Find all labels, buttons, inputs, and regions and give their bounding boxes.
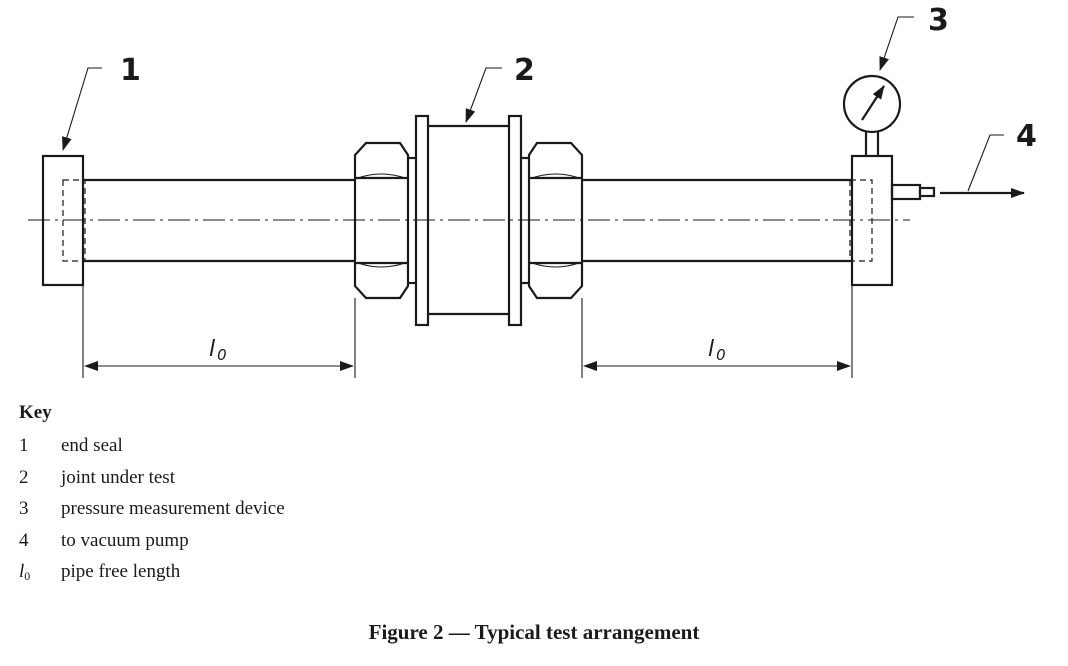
left-pipe (83, 178, 355, 263)
key-item-id: 2 (19, 466, 29, 488)
key-item-label: joint under test (61, 466, 175, 488)
key-item-id: 1 (19, 435, 29, 456)
right-hex-nut (521, 141, 584, 300)
gauge-needle (861, 85, 885, 121)
key-item-subscript: 0 (24, 569, 31, 583)
callout-leader-2 (465, 67, 502, 123)
vacuum-nozzle (890, 183, 1025, 201)
callout-leader-3 (879, 16, 914, 71)
key-item-id: 4 (19, 529, 29, 551)
figure-caption: Figure 2 — Typical test arrangement (368, 620, 700, 644)
key-item-label: pressure measurement device (61, 498, 285, 519)
key-title: Key (19, 402, 52, 423)
key-item-symbol: l (19, 561, 25, 582)
key-item-label: pipe free length (61, 561, 181, 582)
pressure-gauge (842, 74, 902, 156)
key-item-id: 3 (19, 498, 29, 519)
key-item-label: to vacuum pump (61, 529, 189, 551)
key-item: 1 end seal (19, 434, 285, 466)
dimension-extension-lines (82, 285, 853, 378)
left-hex-nut (353, 141, 416, 300)
callout-leader-1 (62, 67, 102, 151)
callout-1: 1 (120, 53, 141, 88)
key-item: 3 pressure measurement device (19, 497, 285, 529)
callout-2: 2 (514, 53, 535, 88)
key-item: 4 to vacuum pump (19, 529, 285, 561)
right-pipe (582, 178, 852, 263)
key-item: l0 pipe free length (19, 560, 285, 592)
key-item-label: end seal (61, 435, 123, 456)
callout-leader-4 (967, 134, 1004, 192)
joint-under-test (414, 114, 523, 327)
key-item-id: l0 (19, 560, 61, 592)
key-item: 2 joint under test (19, 466, 285, 498)
callout-4: 4 (1016, 119, 1037, 154)
callout-3: 3 (928, 3, 949, 38)
left-end-seal (41, 154, 86, 287)
right-end-seal (849, 154, 894, 287)
key-legend: Key 1 end seal 2 joint under test 3 pres… (19, 402, 285, 592)
